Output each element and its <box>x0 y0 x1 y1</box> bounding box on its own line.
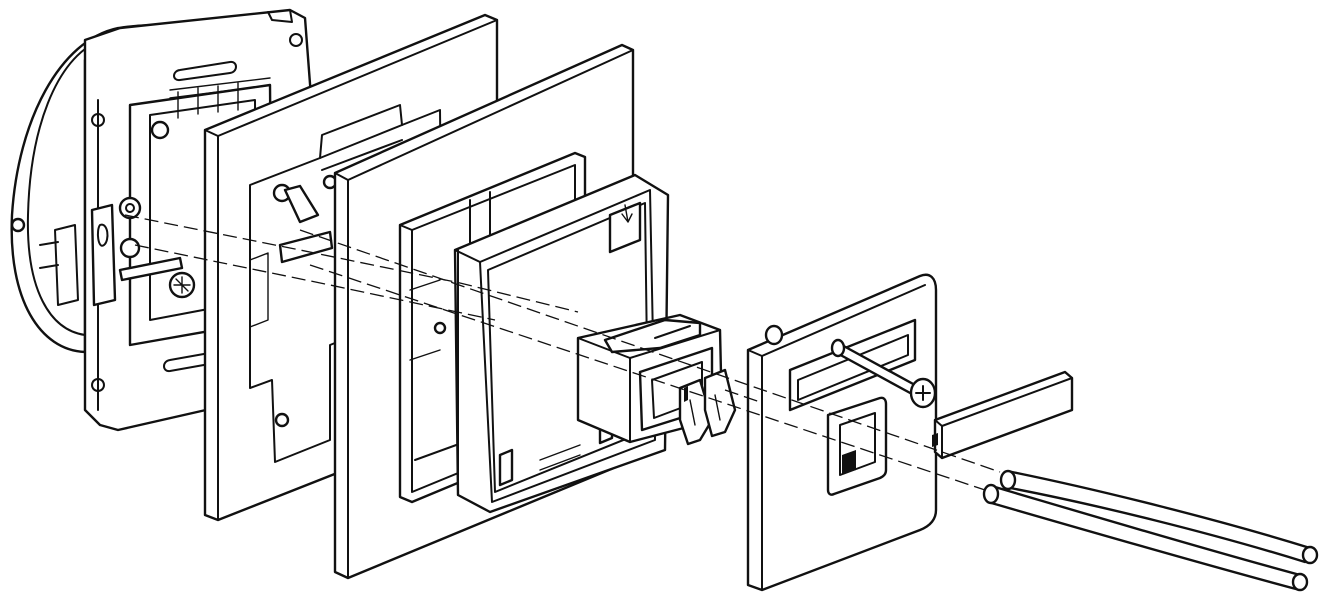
fixing-screw <box>764 324 937 409</box>
cable <box>982 469 1319 592</box>
mounting-box-rim <box>10 26 120 354</box>
assembly-axis-lines <box>124 214 1001 491</box>
label-strip <box>932 370 1074 460</box>
rj45-keystone-module <box>576 313 737 446</box>
cover-plate <box>746 273 938 592</box>
